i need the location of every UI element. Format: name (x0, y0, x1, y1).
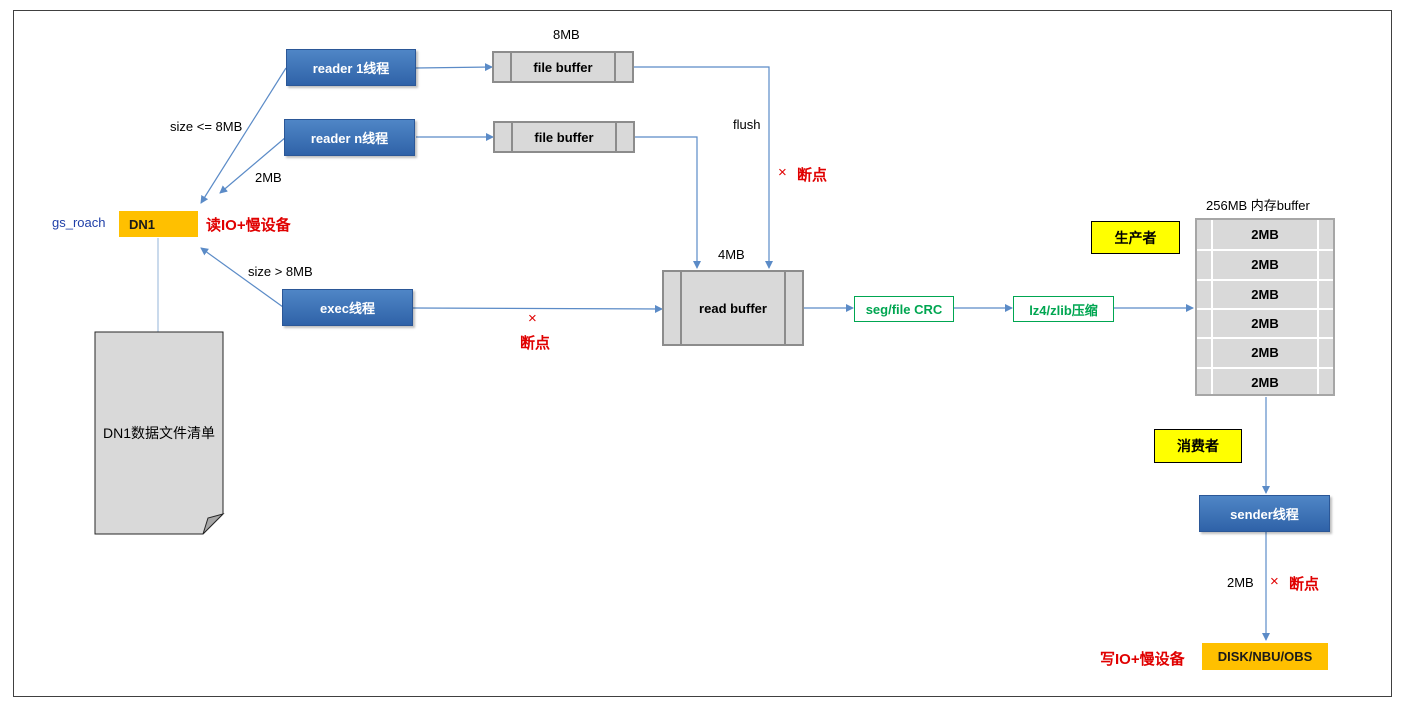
two-mb-bottom-label: 2MB (1227, 575, 1254, 590)
buffer-row: 2MB (1197, 307, 1333, 337)
buffer-row: 2MB (1251, 227, 1279, 243)
read-io-label: 读IO+慢设备 (206, 217, 291, 234)
buffer-row: 2MB (1197, 249, 1333, 278)
arrow-reader1-to-dn1 (200, 67, 287, 204)
size-gt-8mb-label: size > 8MB (248, 264, 313, 279)
breakpoint-3-label: 断点 (1289, 576, 1320, 593)
producer-box: 生产者 (1091, 221, 1180, 254)
read-buffer-label: read buffer (699, 300, 767, 316)
flush-label: flush (733, 117, 761, 132)
mem-buffer-label: 256MB 内存buffer (1206, 198, 1310, 213)
reader-n-thread: reader n线程 (284, 119, 415, 156)
dn1-file-list-label: DN1数据文件清单 (102, 425, 215, 441)
breakpoint-1-label: 断点 (797, 167, 828, 184)
breakpoint-2-cross: × (528, 310, 537, 327)
reader-1-thread: reader 1线程 (286, 49, 416, 86)
four-mb-label: 4MB (718, 247, 745, 262)
file-list-folded-corner (202, 513, 225, 535)
disk-nbu-obs-node: DISK/NBU/OBS (1202, 643, 1328, 670)
diagram-frame (13, 10, 1392, 697)
buffer-row: 2MB (1197, 366, 1333, 396)
dn1-node: DN1 (119, 211, 198, 237)
breakpoint-1-cross: × (778, 164, 787, 181)
arrow-filebuffer1-flush (634, 66, 773, 269)
buffer-row: 2MB (1197, 337, 1333, 366)
exec-thread: exec线程 (282, 289, 413, 326)
file-buffer-1: file buffer (492, 51, 634, 83)
memory-buffer-stack: 2MB 2MB 2MB 2MB 2MB 2MB (1195, 218, 1335, 396)
two-mb-left-label: 2MB (255, 170, 282, 185)
eight-mb-label: 8MB (553, 27, 580, 42)
breakpoint-3-cross: × (1270, 573, 1279, 590)
breakpoint-2-label: 断点 (520, 335, 551, 352)
arrow-filebuffer2-to-readbuffer (635, 136, 701, 269)
seg-file-crc-box: seg/file CRC (854, 296, 954, 322)
arrow-exec-to-dn1 (200, 247, 284, 308)
file-buffer-2: file buffer (493, 121, 635, 153)
gs-roach-label: gs_roach (52, 215, 106, 230)
size-le-8mb-label: size <= 8MB (170, 119, 243, 134)
file-buffer-1-label: file buffer (533, 59, 593, 75)
arrow-readern-to-dn1 (219, 136, 287, 194)
compress-box: lz4/zlib压缩 (1013, 296, 1114, 322)
write-io-label: 写IO+慢设备 (1100, 651, 1185, 668)
read-buffer: read buffer (662, 270, 804, 346)
buffer-row: 2MB (1197, 278, 1333, 308)
arrow-reader1-to-filebuffer1 (415, 63, 493, 72)
sender-thread: sender线程 (1199, 495, 1330, 532)
arrow-exec-to-readbuffer (412, 304, 663, 313)
file-buffer-2-label: file buffer (534, 129, 594, 145)
consumer-box: 消费者 (1154, 429, 1242, 463)
